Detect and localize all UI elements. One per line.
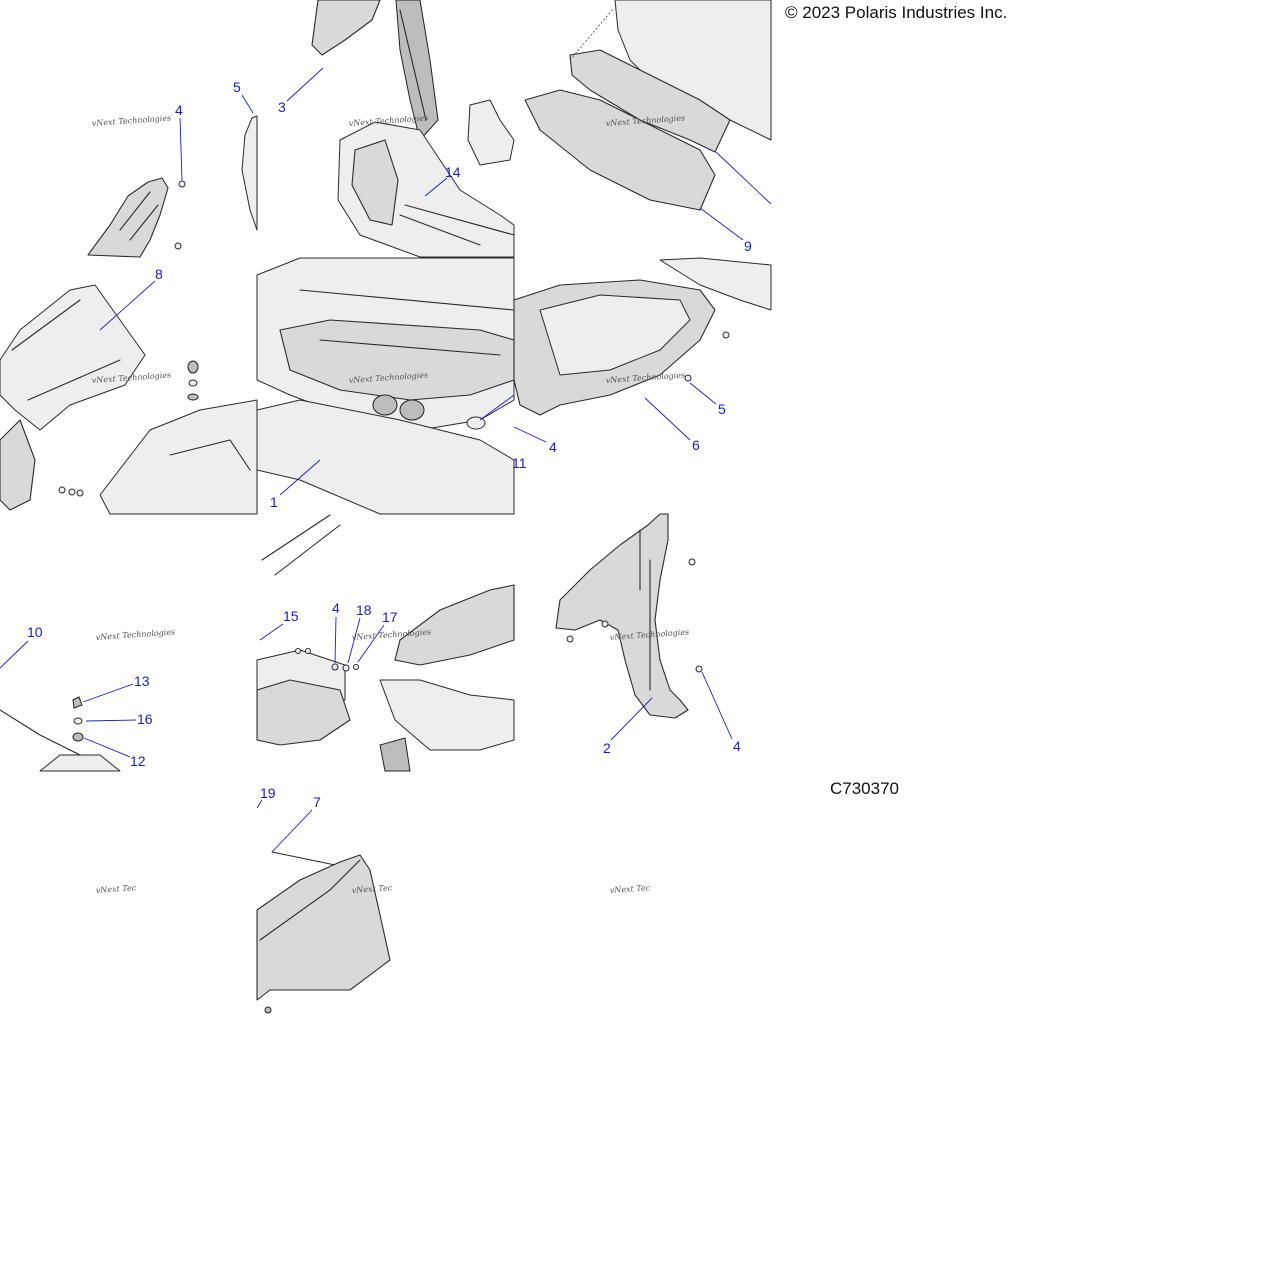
callout-16: 16	[137, 711, 153, 727]
callout-4: 4	[733, 738, 741, 754]
callout-12: 12	[130, 753, 146, 769]
hood-part	[0, 284, 146, 511]
a-pillar-panel-part	[311, 0, 439, 142]
watermark-text: vNext Tec	[96, 883, 138, 895]
callout-8: 8	[155, 266, 163, 282]
callout-5: 5	[718, 401, 726, 417]
callout-2: 2	[603, 740, 611, 756]
callout-15: 15	[283, 608, 299, 624]
copyright-notice: © 2023 Polaris Industries Inc.	[785, 3, 1008, 22]
callout-4: 4	[175, 102, 183, 118]
callout-18: 18	[356, 602, 372, 618]
callout-14: 14	[445, 164, 461, 180]
dash-panel-part	[256, 257, 515, 515]
callout-4: 4	[332, 600, 340, 616]
side-panel-part	[256, 851, 391, 1014]
callouts: 4 5 3 14 9 8 1 4 11 5 6 10 13 16 12 15 4…	[27, 79, 752, 810]
callout-13: 13	[134, 673, 150, 689]
callout-9: 9	[744, 238, 752, 254]
watermark-text: vNext Tec	[352, 883, 394, 895]
watermark-text: vNext Technologies	[96, 627, 176, 642]
callout-4: 4	[549, 439, 557, 455]
watermark-text: vNext Tec	[610, 883, 652, 895]
watermark-text: vNext Technologies	[92, 113, 172, 128]
callout-6: 6	[692, 437, 700, 453]
bezel-part	[256, 514, 515, 772]
callout-17: 17	[382, 609, 398, 625]
fender-right-part	[555, 513, 703, 719]
front-fascia-part	[337, 121, 515, 258]
callout-1: 1	[270, 494, 278, 510]
fastener-part	[174, 180, 186, 250]
callout-5: 5	[233, 79, 241, 95]
tray-part	[99, 399, 258, 515]
leader-lines	[0, 67, 772, 853]
callout-19: 19	[260, 785, 276, 801]
side-trim-part	[241, 115, 258, 231]
bracket-part	[467, 99, 515, 166]
callout-3: 3	[278, 99, 286, 115]
callout-11: 11	[512, 455, 527, 471]
bumper-part	[524, 0, 772, 211]
fender-left-part	[87, 177, 169, 258]
callout-10: 10	[27, 624, 43, 640]
hood-lower-part	[0, 696, 121, 772]
grille-part	[513, 257, 772, 416]
diagram-id: C730370	[830, 779, 900, 798]
grommet-part	[58, 360, 199, 497]
callout-7: 7	[313, 794, 321, 810]
